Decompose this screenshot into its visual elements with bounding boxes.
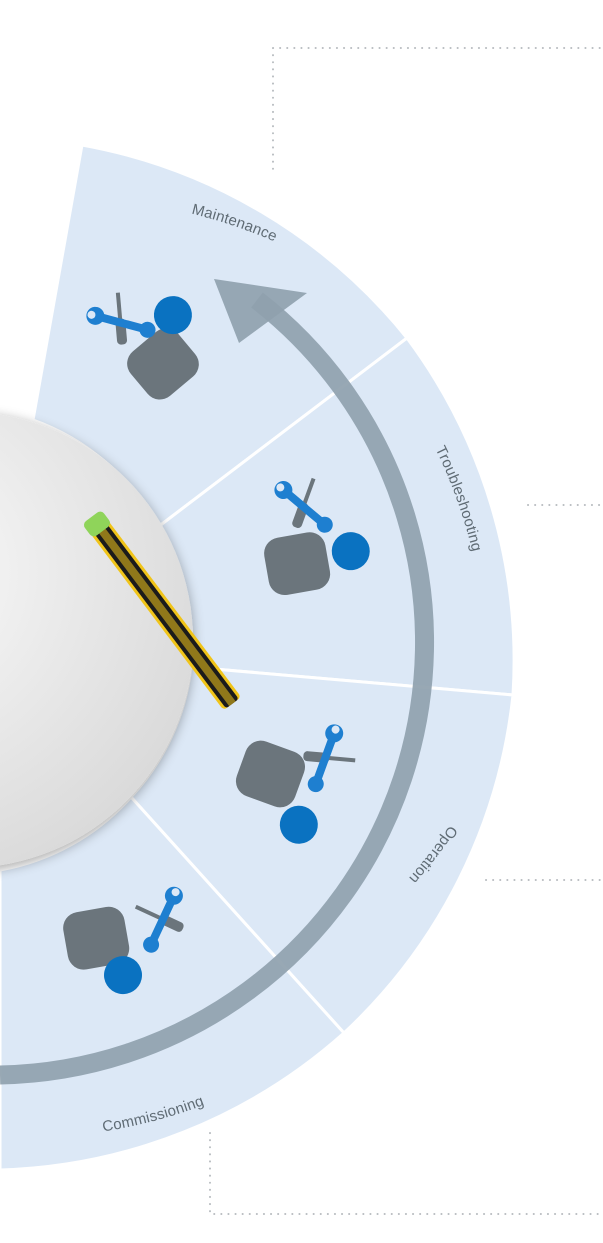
connector-maintenance: [273, 48, 603, 170]
connector-commissioning: [210, 1133, 603, 1214]
